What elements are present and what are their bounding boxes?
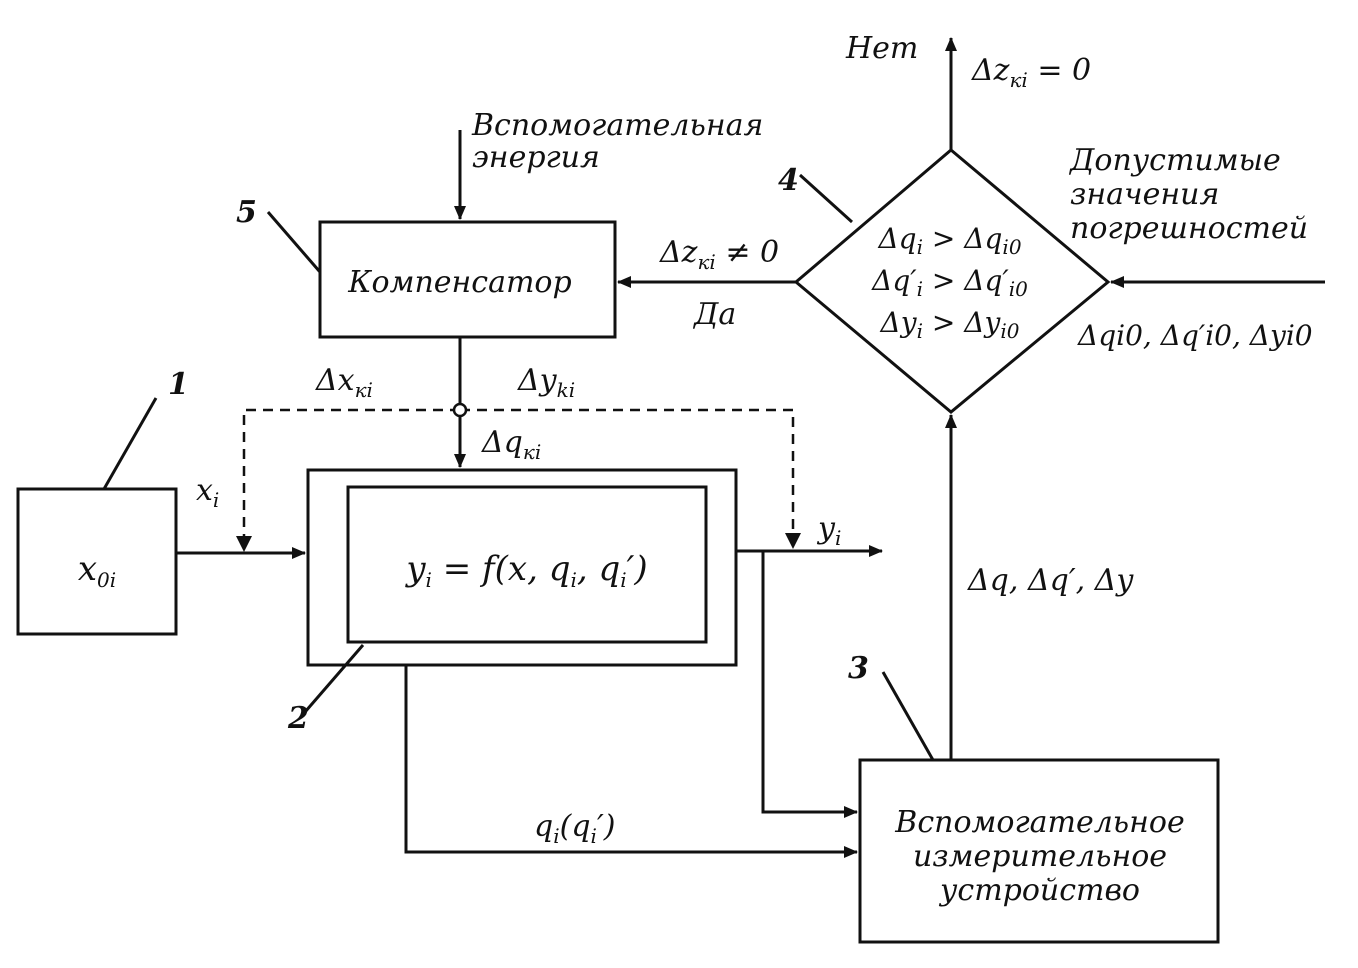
y-i-label: yi [816,511,841,550]
aux-energy-line2: энергия [472,140,600,175]
dq-k-label: Δqкi [481,425,541,464]
measuring-line3: устройство [938,873,1140,908]
block-number-2: 2 [287,701,309,736]
allowed-line1: Допустимые [1068,143,1281,178]
aux-energy-line1: Вспомогательная [471,108,763,143]
leader-1 [102,397,158,490]
q-feedback-label: qi(qi′) [534,809,615,848]
dy-k-label: Δyki [517,363,575,402]
dashed-dx-arrowhead [236,536,252,552]
dz-zero-label: Δzкi = 0 [971,53,1091,92]
measuring-line2: измерительное [913,839,1167,874]
allowed-line3: погрешностей [1070,211,1308,246]
object-inner-block [346,485,708,644]
dz-nonzero-label: Δzкi ≠ 0 [659,235,779,274]
decision-cond3: Δyi > Δyi0 [880,306,1020,343]
block-number-5: 5 [236,195,257,230]
decision-cond2: Δq′i > Δq′i0 [871,264,1028,301]
block-number-3: 3 [848,651,869,686]
leader-3 [881,671,935,761]
output-to-measuring-arrow [761,551,858,818]
measured-values-label: Δq, Δq′, Δy [967,563,1134,598]
x-i-label: xi [196,473,219,512]
decision-cond1: Δqi > Δqi0 [877,222,1021,259]
leader-4 [798,173,854,224]
measuring-device-block [858,758,1220,944]
dashed-dy-path [460,408,795,545]
compensator-block [318,220,617,339]
allowed-values-label: Δqi0, Δq′i0, Δyi0 [1077,319,1313,352]
block-number-1: 1 [168,367,189,402]
dx-k-label: Δxкi [315,363,373,402]
block-number-4: 4 [778,163,799,198]
branch-node [452,402,468,418]
allowed-line2: значения [1070,177,1219,212]
decision-diamond [793,148,1111,414]
dashed-dx-path [242,408,460,548]
yes-label: Да [692,297,736,332]
compensator-label: Компенсатор [347,265,571,300]
measuring-line1: Вспомогательное [894,805,1184,840]
dashed-dy-arrowhead [785,533,801,549]
leader-2 [303,644,365,713]
source-label: x0i [78,549,116,592]
no-label: Нет [845,31,918,66]
leader-5 [266,211,322,273]
q-to-measuring-arrow [404,665,858,858]
source-block [16,487,178,636]
object-formula: yi = f(x, qi, qi′) [404,549,647,592]
